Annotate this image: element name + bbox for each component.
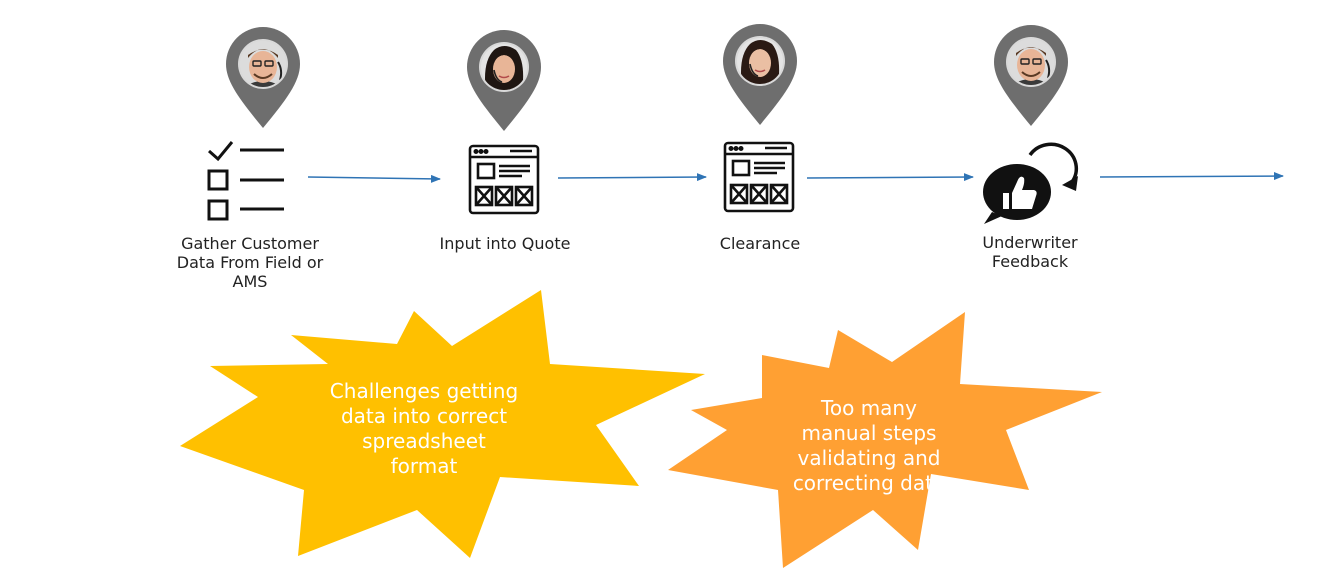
callout-text-manual-steps: Too many manual steps validating and cor… [792,396,946,495]
flow-arrow-3 [806,173,974,182]
flow-arrow-2 [557,173,707,182]
starburst-right [668,312,1102,568]
starburst-left [180,290,705,558]
map-pin-female-avatar-2 [723,24,797,125]
callout-text-challenges: Challenges getting data into correct spr… [329,379,519,478]
flow-arrow-4 [1099,172,1284,181]
map-pin-male-avatar-1 [226,27,300,128]
step-label-gather-customer-data: Gather Customer Data From Field or AMS [176,234,324,291]
checklist-icon [207,141,284,221]
browser-form-icon [723,141,795,213]
step-label-input-into-quote: Input into Quote [439,234,571,253]
map-pin-male-avatar-2 [994,25,1068,126]
step-label-clearance: Clearance [719,234,801,253]
step-label-underwriter-feedback: Underwriter Feedback [982,233,1078,271]
flow-arrow-1 [307,174,441,183]
thumbs-up-feedback-icon [983,142,1078,224]
browser-form-icon [468,144,540,215]
map-pin-female-avatar-1 [467,30,541,131]
flow-arrows [307,172,1284,183]
